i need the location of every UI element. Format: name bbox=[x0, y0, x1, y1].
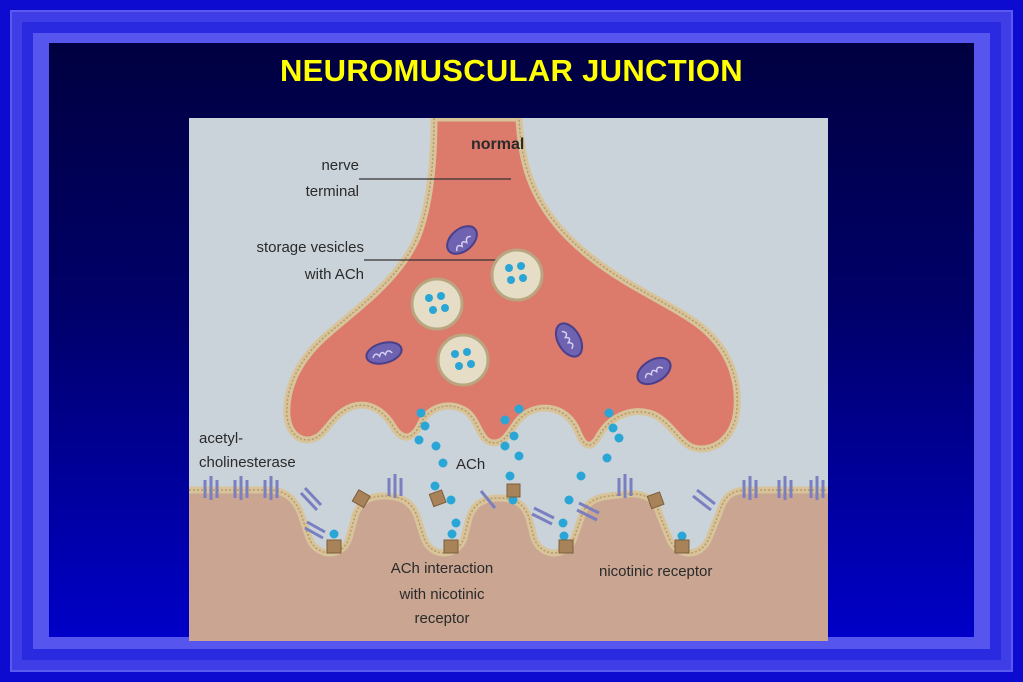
nicotinic-receptor-label: nicotinic receptor bbox=[599, 563, 713, 580]
neuromuscular-junction-diagram: normal nerve terminal storage vesicles w… bbox=[189, 118, 828, 641]
acetylcholinesterase-label-line1: acetyl- bbox=[199, 430, 244, 447]
storage-vesicle-2 bbox=[410, 277, 464, 331]
slide-title: NEUROMUSCULAR JUNCTION bbox=[280, 53, 743, 88]
acetylcholinesterase-molecules bbox=[203, 474, 825, 540]
ach-label: ACh bbox=[456, 456, 486, 473]
muscle-fiber bbox=[189, 490, 828, 641]
ach-interaction-label-line3: receptor bbox=[414, 610, 470, 627]
mitochondrion-1 bbox=[446, 225, 478, 255]
mitochondrion-4 bbox=[636, 356, 672, 386]
mitochondrion-2 bbox=[365, 341, 403, 365]
storage-vesicles-label-line1: storage vesicles bbox=[256, 239, 364, 256]
storage-vesicles-label-line2: with ACh bbox=[304, 266, 364, 283]
ach-interaction-label-line1: ACh interaction bbox=[390, 560, 494, 577]
diagram-illustration bbox=[189, 118, 828, 641]
nicotinic-receptors bbox=[326, 483, 690, 554]
panel-label-normal: normal bbox=[471, 136, 525, 153]
storage-vesicle-1 bbox=[490, 248, 544, 302]
nerve-terminal-label-line2: terminal bbox=[305, 183, 359, 200]
ach-molecules bbox=[329, 404, 687, 541]
nerve-terminal-label-line1: nerve bbox=[321, 157, 359, 174]
acetylcholinesterase-label-line2: cholinesterase bbox=[199, 454, 296, 471]
ach-interaction-label-line2: with nicotinic bbox=[399, 586, 485, 603]
mitochondrion-3 bbox=[554, 322, 584, 358]
storage-vesicle-3 bbox=[436, 333, 490, 387]
